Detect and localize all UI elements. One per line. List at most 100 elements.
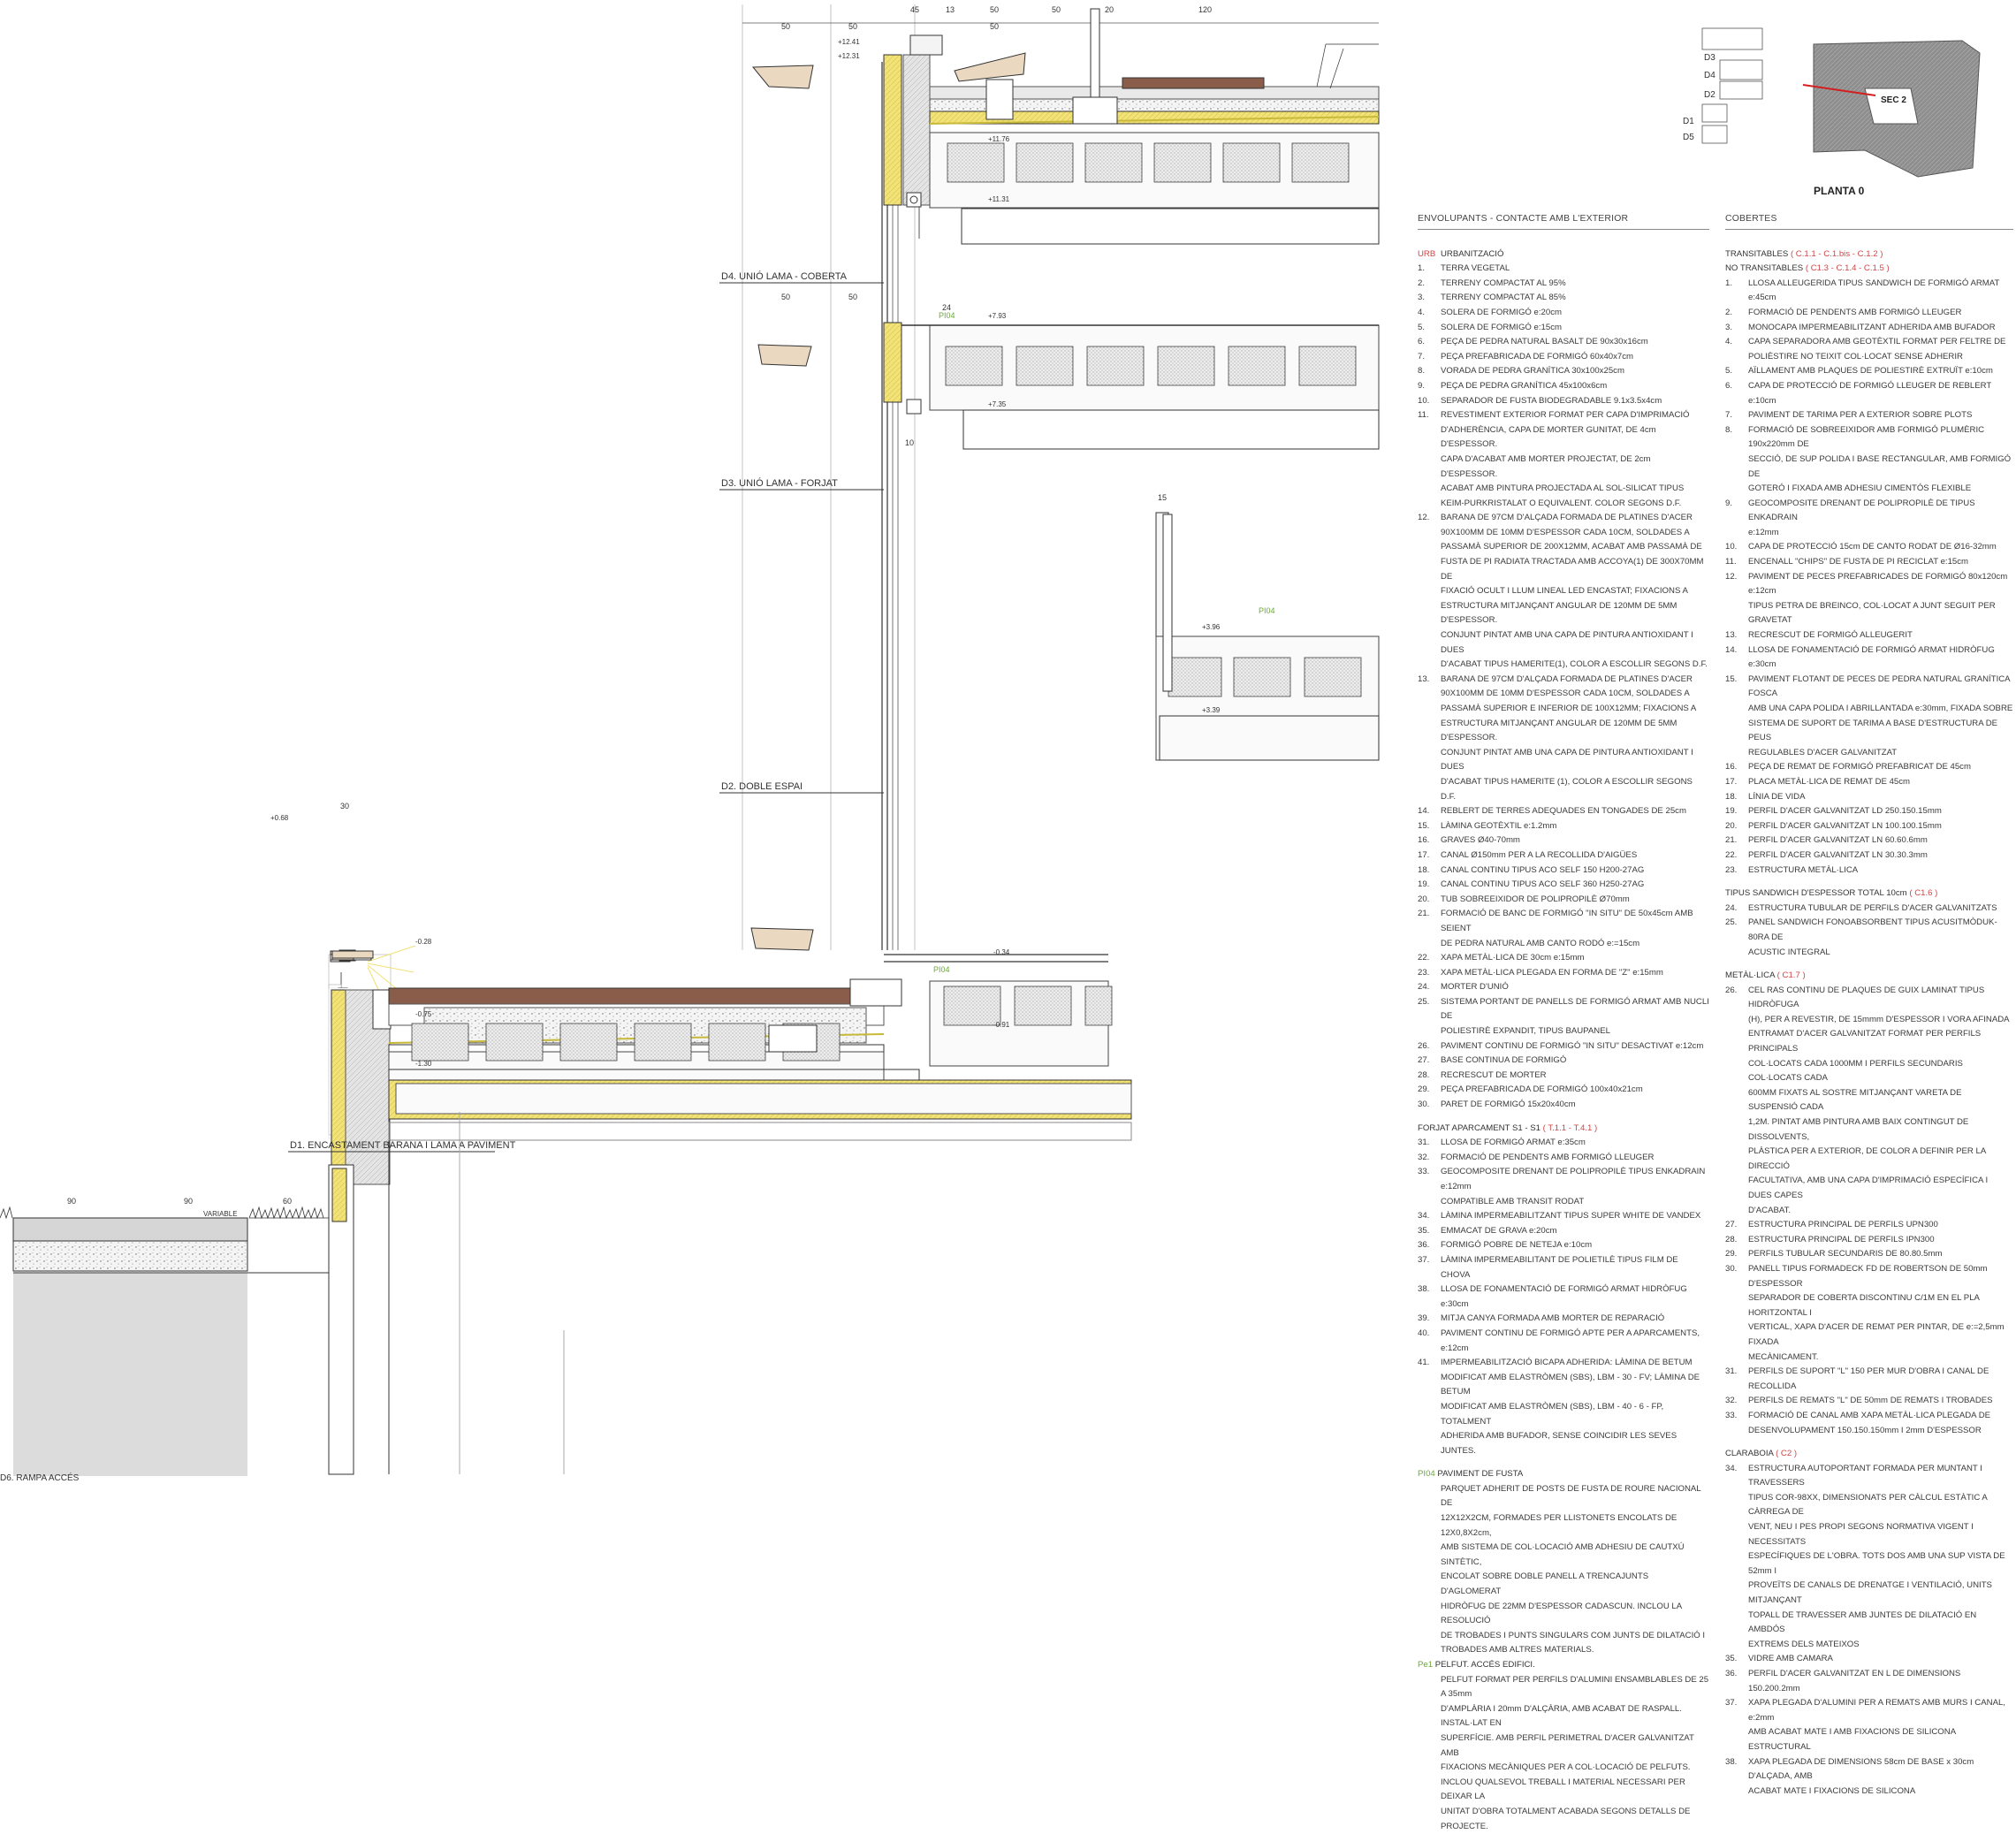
legend-item: 25.SISTEMA PORTANT DE PANELLS DE FORMIGÓ… — [1418, 995, 1709, 1039]
detail-d4-title: D4. UNIÓ LAMA - COBERTA — [721, 270, 848, 282]
legend-item-text: FORMACIÓ DE SOBREEIXIDOR AMB FORMIGÓ PLU… — [1748, 424, 2012, 494]
legend-item: 2.FORMACIÓ DE PENDENTS AMB FORMIGÓ LLEUG… — [1725, 306, 2013, 321]
legend-roofs-header: COBERTES — [1725, 212, 2013, 230]
legend-item: 22.PERFIL D'ACER GALVANITZAT LN 30.30.3m… — [1725, 849, 2013, 864]
legend-item: 24.ESTRUCTURA TUBULAR DE PERFILS D'ACER … — [1725, 902, 2013, 917]
legend-item-number: 6. — [1418, 337, 1426, 347]
svg-text:-0.75: -0.75 — [415, 1010, 432, 1018]
legend-item-number: 10. — [1725, 542, 1738, 552]
legend-item-number: 38. — [1725, 1756, 1738, 1767]
legend-item: 26.PAVIMENT CONTINU DE FORMIGÓ "IN SITU"… — [1418, 1039, 1709, 1054]
legend-item: 1. LLOSA ALLEUGERIDA TIPUS SANDWICH DE FO… — [1725, 277, 2013, 306]
legend-item-number: 27. — [1418, 1055, 1430, 1066]
legend-item: 12.PAVIMENT DE PECES PREFABRICADES DE FO… — [1725, 570, 2013, 628]
legend-item-text: LÀMINA GEOTÈXTIL e:1.2mm — [1441, 820, 1557, 831]
legend-item-text: PAVIMENT DE PECES PREFABRICADES DE FORMI… — [1748, 571, 2008, 626]
legend-item-number: 31. — [1418, 1138, 1430, 1148]
detail-d2-double-space — [1155, 512, 1380, 761]
legend-item-text: FORMACIÓ DE PENDENTS AMB FORMIGÓ LLEUGER — [1748, 307, 1962, 317]
svg-text:+7.93: +7.93 — [988, 312, 1007, 320]
legend-item-number: 9. — [1418, 380, 1426, 391]
legend-item-text: FORMACIÓ DE PENDENTS AMB FORMIGÓ LLEUGER — [1441, 1152, 1655, 1162]
legend-item: 32.PERFILS DE REMATS "L" DE 50mm DE REMA… — [1725, 1394, 2013, 1409]
svg-text:13: 13 — [946, 5, 955, 14]
legend-item-number: 14. — [1725, 644, 1738, 655]
legend-item: 37.LÀMINA IMPERMEABILITANT DE POLIETILÈ … — [1418, 1253, 1709, 1282]
legend-item-number: 7. — [1725, 410, 1733, 421]
legend-item-text: MORTER D'UNIÓ — [1441, 982, 1509, 993]
legend-item-number: 5. — [1418, 322, 1426, 332]
pi04-tag-3: PI04 — [933, 965, 950, 974]
legend-item: 23.XAPA METÀL·LICA PLEGADA EN FORMA DE "… — [1418, 966, 1709, 981]
legend-item-number: 36. — [1725, 1669, 1738, 1678]
detail-d2-title: D2. DOBLE ESPAI — [721, 781, 803, 792]
legend-item: 2.TERRENY COMPACTAT AL 95% — [1418, 277, 1709, 292]
legend-item: 5.SOLERA DE FORMIGÓ e:15cm — [1418, 321, 1709, 336]
legend-item-number: 9. — [1725, 498, 1733, 508]
legend-item-number: 30. — [1725, 1263, 1738, 1274]
legend-item: 31.PERFILS DE SUPORT "L" 150 PER MUR D'O… — [1725, 1365, 2013, 1394]
detail-d1-title: D1. ENCASTAMENT BARANA I LAMA A PAVIMENT — [290, 1140, 516, 1151]
legend-item: 32.FORMACIÓ DE PENDENTS AMB FORMIGÓ LLEU… — [1418, 1151, 1709, 1166]
legend-item-text: SEPARADOR DE FUSTA BIODEGRADABLE 9.1x3.5… — [1441, 395, 1662, 406]
legend-item-text: FORMACIÓ DE CANAL AMB XAPA METÀL·LICA PL… — [1748, 1410, 1991, 1435]
legend-roof-skylight: CLARABOIA ( C2 ) 34.ESTRUCTURA AUTOPORTA… — [1725, 1447, 2013, 1799]
legend-item-number: 13. — [1418, 673, 1430, 684]
legend-item: 39.MITJA CANYA FORMADA AMB MORTER DE REP… — [1418, 1312, 1709, 1327]
legend-item: 18.LÍNIA DE VIDA — [1725, 790, 2013, 805]
svg-text:-0.91: -0.91 — [993, 1021, 1010, 1029]
legend-item-text: CANAL CONTINU TIPUS ACO SELF 150 H200-27… — [1441, 864, 1645, 875]
legend-item-text: BARANA DE 97CM D'ALÇADA FORMADA DE PLATI… — [1441, 673, 1697, 802]
legend-item-number: 17. — [1418, 849, 1430, 860]
legend-item-text: CAPA SEPARADORA AMB GEOTÈXTIL FORMAT PER… — [1748, 337, 2006, 361]
legend-item-number: 23. — [1725, 864, 1738, 875]
legend-item-text: RECRESCUT DE MORTER — [1441, 1069, 1547, 1080]
legend-item-text: PAVIMENT CONTINU DE FORMIGÓ APTE PER A A… — [1441, 1328, 1700, 1353]
legend-item: 1.TERRA VEGETAL — [1418, 262, 1709, 277]
legend-item: 11.REVESTIMENT EXTERIOR FORMAT PER CAPA … — [1418, 408, 1709, 511]
legend-item-text: XAPA METÀL·LICA DE 30cm e:15mm — [1441, 953, 1585, 963]
legend-item: 37.XAPA PLEGADA D'ALUMINI PER A REMATS A… — [1725, 1696, 2013, 1754]
svg-text:50: 50 — [990, 22, 999, 31]
legend-item: 41.IMPERMEABILITZACIÓ BICAPA ADHERIDA: L… — [1418, 1356, 1709, 1458]
legend-item: 35.VIDRE AMB CAMARA — [1725, 1652, 2013, 1667]
svg-text:+7.35: +7.35 — [988, 400, 1007, 408]
legend-item: 30.PARET DE FORMIGÓ 15x20x40cm — [1418, 1098, 1709, 1113]
legend-item: 38.LLOSA DE FONAMENTACIÓ DE FORMIGÓ ARMA… — [1418, 1282, 1709, 1312]
svg-text:24: 24 — [942, 303, 951, 312]
legend-item-number: 41. — [1418, 1358, 1430, 1368]
legend-item-number: 18. — [1725, 791, 1738, 802]
pi04-tag-2: PI04 — [1259, 606, 1275, 615]
legend-parking-slab: FORJAT APARCAMENT S1 - S1 ( T.1.1 - T.4.… — [1418, 1122, 1709, 1459]
svg-text:10: 10 — [905, 438, 914, 447]
legend-item: 8.FORMACIÓ DE SOBREEIXIDOR AMB FORMIGÓ P… — [1725, 423, 2013, 497]
svg-text:50: 50 — [781, 293, 790, 301]
legend-roof-transitable-items: 1. LLOSA ALLEUGERIDA TIPUS SANDWICH DE FO… — [1725, 277, 2013, 878]
legend-item: 15.LÀMINA GEOTÈXTIL e:1.2mm — [1418, 819, 1709, 834]
legend-roof-sandwich-items: 24.ESTRUCTURA TUBULAR DE PERFILS D'ACER … — [1725, 902, 2013, 960]
legend-item-text: MITJA CANYA FORMADA AMB MORTER DE REPARA… — [1441, 1313, 1665, 1324]
svg-text:50: 50 — [781, 22, 790, 31]
legend-item-text: VIDRE AMB CAMARA — [1748, 1654, 1833, 1664]
legend-item-number: 2. — [1418, 278, 1426, 288]
legend-item: 4.SOLERA DE FORMIGÓ e:20cm — [1418, 306, 1709, 321]
legend-item: 5.AÏLLAMENT AMB PLAQUES DE POLIESTIRÈ EX… — [1725, 364, 2013, 379]
legend-item: 19.PERFIL D'ACER GALVANITZAT LD 250.150.… — [1725, 804, 2013, 819]
legend-item-text: LLOSA ALLEUGERIDA TIPUS SANDWICH DE FORM… — [1748, 278, 2000, 303]
legend-item-number: 37. — [1725, 1698, 1738, 1708]
svg-text:90: 90 — [184, 1197, 193, 1206]
legend-item: 33.FORMACIÓ DE CANAL AMB XAPA METÀL·LICA… — [1725, 1409, 2013, 1438]
facade-section — [742, 4, 920, 950]
legend-item-text: MONOCAPA IMPERMEABILITZANT ADHERIDA AMB … — [1748, 322, 1996, 332]
legend-item-number: 1. — [1725, 278, 1733, 288]
legend-item: 13.RECRESCUT DE FORMIGÓ ALLEUGERIT — [1725, 628, 2013, 643]
legend-item: 40.PAVIMENT CONTINU DE FORMIGÓ APTE PER … — [1418, 1327, 1709, 1356]
svg-text:20: 20 — [1105, 5, 1114, 14]
legend-item-number: 20. — [1725, 820, 1738, 831]
legend-item: 6.CAPA DE PROTECCIÓ DE FORMIGÓ LLEUGER D… — [1725, 379, 2013, 408]
legend-item-text: FORMIGÓ POBRE DE NETEJA e:10cm — [1441, 1240, 1593, 1251]
legend-item-number: 11. — [1725, 557, 1737, 567]
legend-item: 22.XAPA METÀL·LICA DE 30cm e:15mm — [1418, 951, 1709, 966]
legend-item: 25.PANEL SANDWICH FONOABSORBENT TIPUS AC… — [1725, 916, 2013, 960]
